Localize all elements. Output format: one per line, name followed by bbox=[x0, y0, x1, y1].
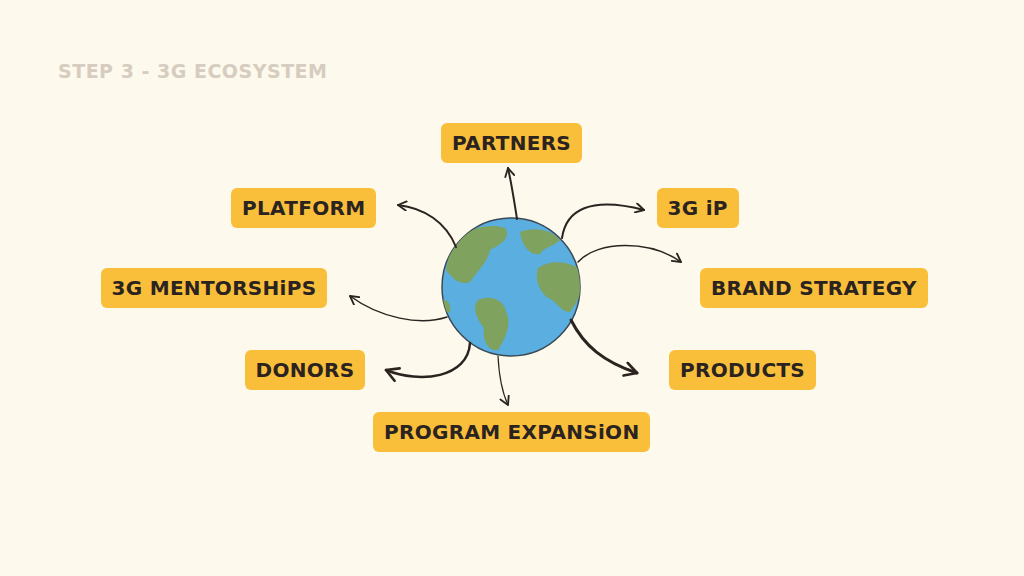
box-label: PRODUCTS bbox=[680, 357, 805, 383]
arrow bbox=[386, 343, 470, 377]
label-box: PLATFORM bbox=[231, 188, 376, 228]
label-box: 3G MENTORSHiPS bbox=[101, 268, 328, 308]
slide-title: STEP 3 - 3G ECOSYSTEM bbox=[58, 60, 327, 82]
arrow bbox=[498, 356, 508, 405]
arrow bbox=[398, 205, 456, 247]
box-label: PARTNERS bbox=[452, 130, 571, 156]
arrow bbox=[562, 205, 644, 238]
label-box: PROGRAM EXPANSiON bbox=[373, 412, 650, 452]
label-box: 3G iP bbox=[657, 188, 739, 228]
box-label: PROGRAM EXPANSiON bbox=[384, 419, 639, 445]
arrow bbox=[571, 320, 637, 373]
label-box: BRAND STRATEGY bbox=[700, 268, 928, 308]
arrow bbox=[350, 296, 447, 321]
box-label: 3G iP bbox=[668, 195, 728, 221]
box-label: BRAND STRATEGY bbox=[711, 275, 917, 301]
arrow bbox=[578, 246, 681, 263]
arrows bbox=[350, 168, 681, 405]
label-box: PRODUCTS bbox=[669, 350, 816, 390]
label-box: PARTNERS bbox=[441, 123, 582, 163]
box-label: PLATFORM bbox=[242, 195, 365, 221]
box-label: DONORS bbox=[256, 357, 355, 383]
box-label: 3G MENTORSHiPS bbox=[112, 275, 317, 301]
arrow bbox=[508, 168, 517, 219]
label-box: DONORS bbox=[245, 350, 366, 390]
